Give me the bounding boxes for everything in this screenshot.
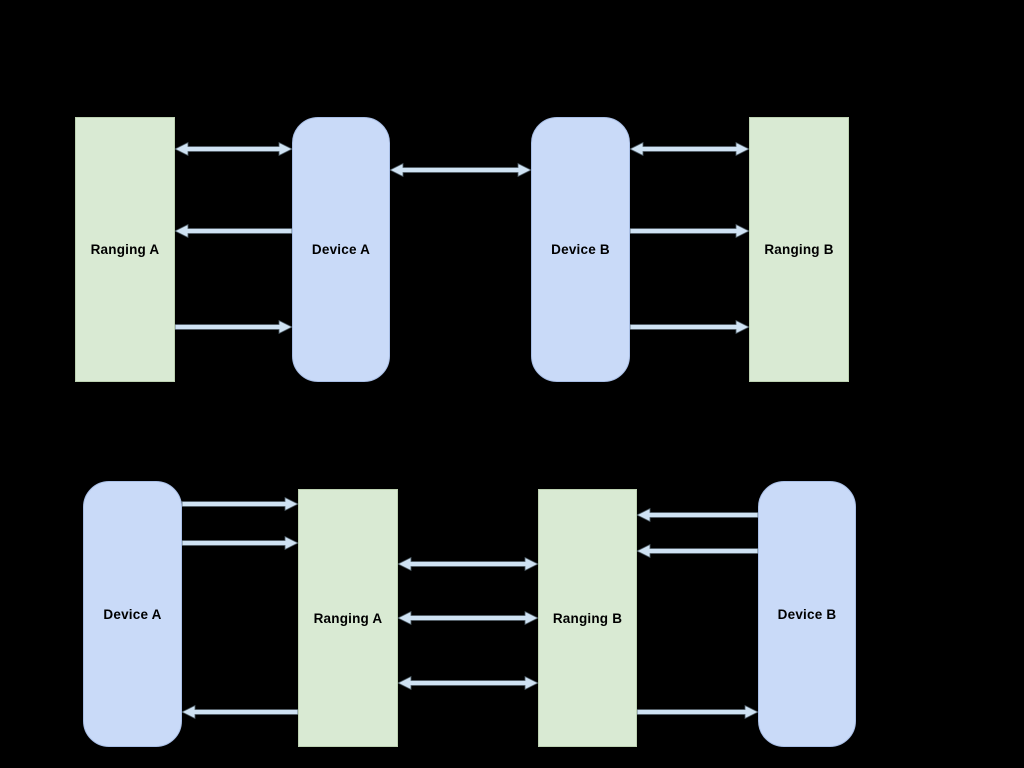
bottom-arrow-device-a-to-ranging-a xyxy=(181,535,299,551)
bottom-node-device-b: Device B xyxy=(758,481,856,747)
bottom-arrow-ranging-a-to-device-a xyxy=(181,704,299,720)
top-node-device-b: Device B xyxy=(531,117,630,382)
bottom-arrow-device-a-to-ranging-a xyxy=(181,496,299,512)
bottom-node-device-b-label: Device B xyxy=(777,606,837,622)
bottom-node-ranging-a-label: Ranging A xyxy=(313,610,383,626)
top-node-device-a: Device A xyxy=(292,117,390,382)
top-node-device-b-label: Device B xyxy=(551,242,610,257)
top-arrow-device-b-to-ranging-b xyxy=(629,319,750,335)
top-node-ranging-b-label: Ranging B xyxy=(764,242,834,257)
bottom-node-ranging-b: Ranging B xyxy=(538,489,637,747)
bottom-node-device-a-label: Device A xyxy=(103,606,162,622)
top-arrow-device-b-to-ranging-b xyxy=(629,223,750,239)
bottom-arrow-ranging-a-to-ranging-b xyxy=(397,556,539,572)
top-node-device-a-label: Device A xyxy=(311,242,371,257)
bottom-arrow-device-b-to-ranging-b xyxy=(636,543,759,559)
bottom-arrow-ranging-a-to-ranging-b xyxy=(397,675,539,691)
top-node-ranging-a: Ranging A xyxy=(75,117,175,382)
top-node-ranging-b: Ranging B xyxy=(749,117,849,382)
top-arrow-device-a-to-ranging-a xyxy=(174,223,293,239)
bottom-node-device-a: Device A xyxy=(83,481,182,747)
top-arrow-device-a-to-device-b xyxy=(389,162,532,178)
top-arrow-device-b-to-ranging-b xyxy=(629,141,750,157)
top-node-ranging-a-label: Ranging A xyxy=(90,242,160,257)
bottom-node-ranging-b-label: Ranging B xyxy=(552,610,623,626)
top-arrow-device-a-to-ranging-a xyxy=(174,141,293,157)
top-arrow-ranging-a-to-device-a xyxy=(174,319,293,335)
bottom-node-ranging-a: Ranging A xyxy=(298,489,398,747)
bottom-arrow-ranging-b-to-device-b xyxy=(636,704,759,720)
bottom-arrow-device-b-to-ranging-b xyxy=(636,507,759,523)
bottom-arrow-ranging-a-to-ranging-b xyxy=(397,610,539,626)
